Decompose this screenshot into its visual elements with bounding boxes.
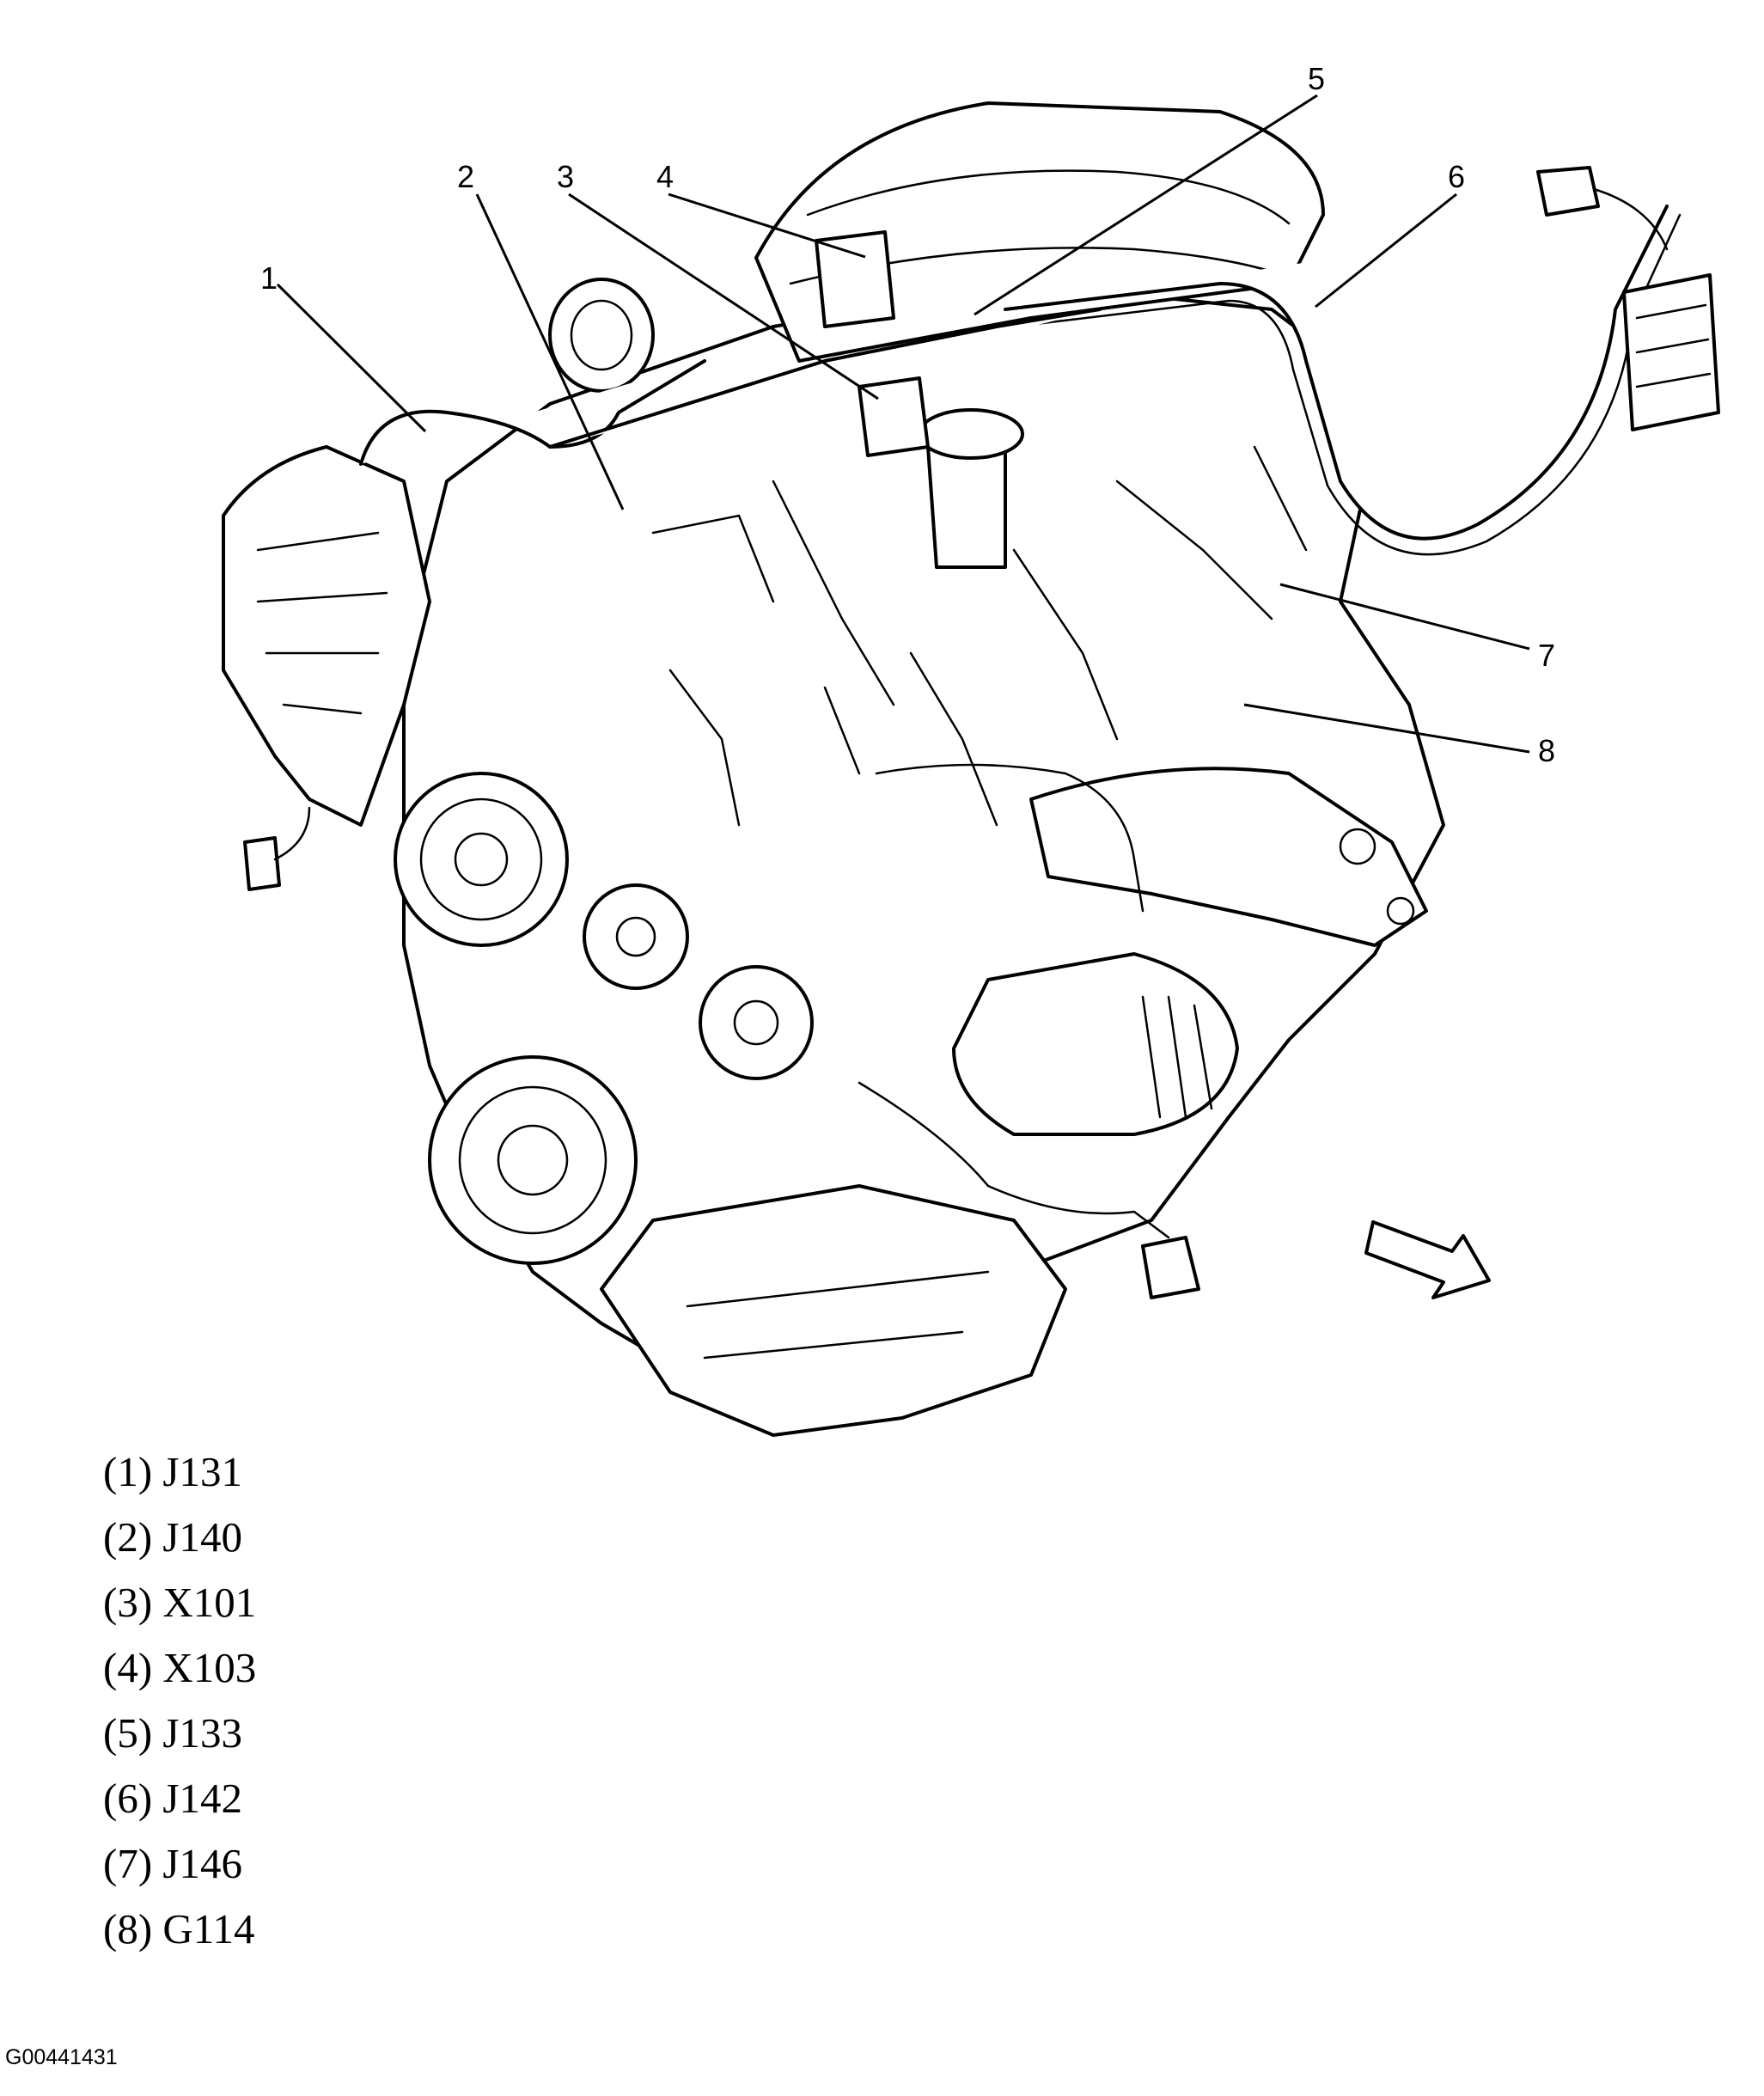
legend-num: (8) [103,1905,153,1952]
legend-num: (3) [103,1579,153,1626]
callout-leaders [276,94,1530,754]
callout-7: 7 [1538,638,1555,673]
leader-7 [1279,583,1530,651]
callout-6: 6 [1448,159,1465,194]
leader-4 [668,192,866,259]
legend-num: (4) [103,1644,153,1691]
legend-code: X101 [162,1579,257,1626]
callout-4: 4 [656,159,674,194]
engine-illustration [222,101,1720,1437]
legend-item: (8) G114 [103,1897,256,1962]
callout-2: 2 [457,159,474,194]
legend-code: J146 [162,1840,242,1887]
callout-3: 3 [557,159,574,194]
legend-num: (2) [103,1513,153,1561]
leader-8 [1243,703,1530,754]
legend-num: (1) [103,1448,153,1495]
legend-item: (7) J146 [103,1831,256,1897]
callout-1: 1 [260,260,278,296]
legend-item: (5) J133 [103,1701,256,1766]
legend-code: J142 [162,1775,242,1822]
legend-num: (5) [103,1709,153,1757]
legend-code: G114 [162,1905,255,1952]
legend-item: (3) X101 [103,1570,256,1635]
callout-8: 8 [1538,733,1555,768]
callout-numbers: 1 2 3 4 5 6 7 8 [260,61,1555,768]
legend: (1) J131 (2) J140 (3) X101 (4) X103 (5) … [103,1439,256,1962]
legend-item: (2) J140 [103,1505,256,1570]
legend-code: J140 [162,1513,242,1561]
callout-5: 5 [1308,61,1325,96]
leader-1 [276,283,427,433]
legend-item: (1) J131 [103,1439,256,1505]
legend-num: (6) [103,1775,153,1822]
leader-2 [475,193,625,510]
direction-arrow-icon [1364,1220,1491,1299]
leader-3 [568,192,879,400]
figure-code: G00441431 [5,2045,118,2069]
legend-item: (6) J142 [103,1766,256,1831]
legend-code: X103 [162,1644,257,1691]
leader-5 [974,94,1318,316]
leader-6 [1315,192,1457,309]
legend-code: J133 [162,1709,242,1757]
legend-code: J131 [162,1448,242,1495]
legend-num: (7) [103,1840,153,1887]
legend-item: (4) X103 [103,1635,256,1701]
